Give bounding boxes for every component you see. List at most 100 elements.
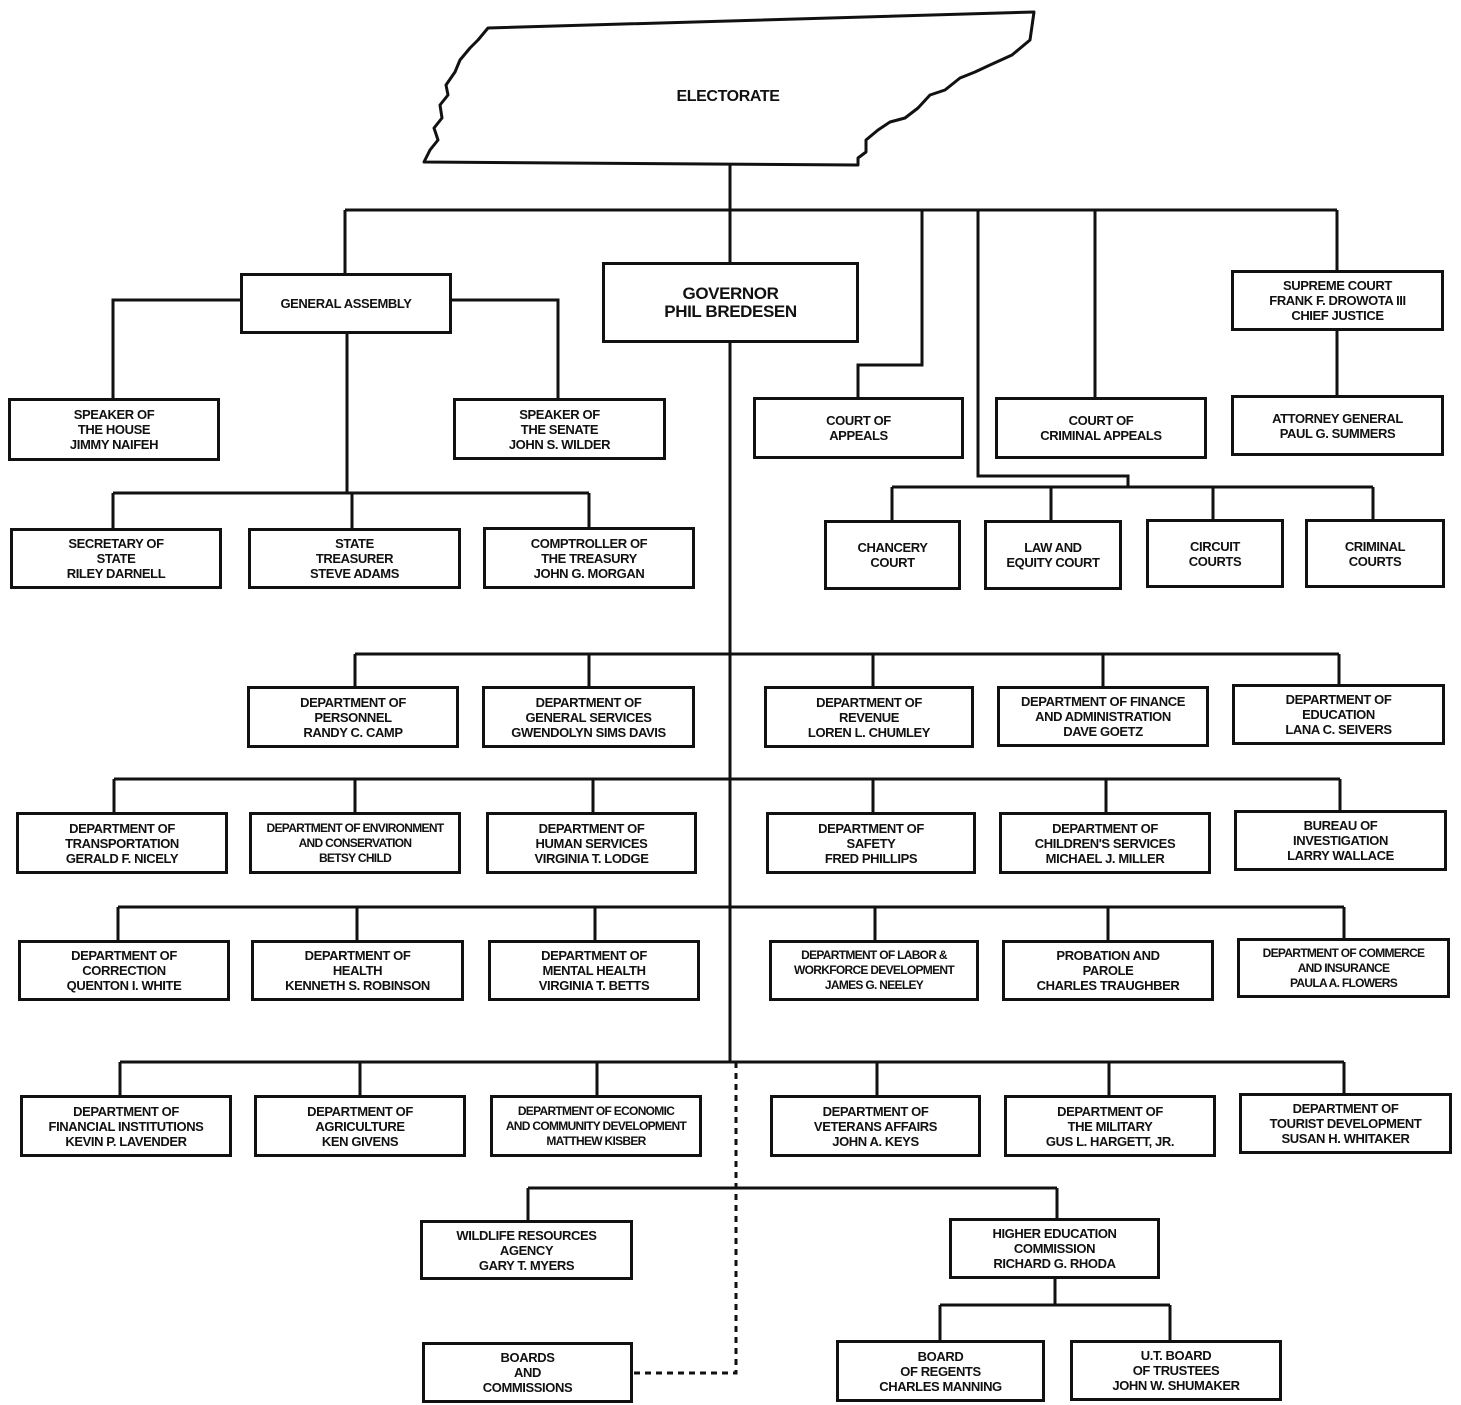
node-line: QUENTON I. WHITE [66,978,182,993]
node-line: OF TRUSTEES [1132,1363,1220,1378]
node-line: COURTS [1348,553,1402,569]
node-line: MENTAL HEALTH [542,963,646,978]
node-line: OF REGENTS [900,1363,981,1379]
node-line: PAULA A. FLOWERS [1289,975,1398,990]
node-line: REVENUE [838,709,900,725]
node-line: WORKFORCE DEVELOPMENT [794,963,955,977]
node-line: VIRGINIA T. BETTS [538,978,650,993]
node-line: BOARD [917,1348,964,1364]
node-line: CHILDREN'S SERVICES [1034,835,1176,851]
node-line: GOVERNOR [682,283,779,303]
node-line: DEPARTMENT OF [822,1103,929,1119]
node-line: DEPARTMENT OF [300,694,406,710]
tennessee-map-outline [422,10,1036,167]
node-line: JAMES G. NEELEY [824,978,924,992]
node-line: THE SENATE [520,421,599,437]
node-line: AND INSURANCE [1297,960,1390,975]
node-line: STEVE ADAMS [309,566,400,581]
node-line: JOHN G. MORGAN [533,565,645,581]
node-line: TOURIST DEVELOPMENT [1269,1116,1422,1131]
node-line: TRANSPORTATION [65,835,179,851]
node-line: LAW AND [1024,540,1082,555]
node-line: DEPARTMENT OF [307,1103,413,1119]
node-line: BOARDS [500,1350,555,1365]
node-line: COURTS [1188,553,1242,569]
node-line: DEPARTMENT OF COMMERCE [1262,945,1425,960]
node-dept-labor: DEPARTMENT OF LABOR &WORKFORCE DEVELOPME… [769,940,979,1001]
node-line: FRED PHILLIPS [824,850,918,866]
node-line: EQUITY COURT [1006,555,1100,570]
node-line: BETSY CHILD [318,850,392,865]
node-line: DEPARTMENT OF [538,820,645,836]
node-line: LANA C. SEIVERS [1285,722,1392,737]
node-general-assembly: GENERAL ASSEMBLY [240,273,452,334]
node-line: FINANCIAL INSTITUTIONS [48,1118,204,1134]
node-line: PHIL BREDESEN [664,301,797,321]
node-line: GWENDOLYN SIMS DAVIS [511,724,666,740]
line-boards-dashed [633,1062,738,1375]
node-line: INVESTIGATION [1293,833,1388,848]
node-line: APPEALS [829,428,888,443]
node-line: RILEY DARNELL [66,566,166,581]
node-line: DAVE GOETZ [1063,724,1143,739]
node-line: FRANK F. DROWOTA III [1269,293,1406,308]
node-line: CRIMINAL [1344,538,1406,554]
node-line: GENERAL SERVICES [525,709,652,725]
node-line: SUSAN H. WHITAKER [1281,1131,1410,1146]
node-line: VETERANS AFFAIRS [813,1118,938,1134]
node-line: LOREN L. CHUMLEY [807,724,931,740]
node-line: DEPARTMENT OF ECONOMIC [517,1103,675,1118]
node-line: JOHN W. SHUMAKER [1112,1378,1240,1393]
node-line: MATTHEW KISBER [546,1133,646,1148]
node-line: KEVIN P. LAVENDER [65,1133,187,1149]
node-line: RANDY C. CAMP [303,724,403,740]
node-line: STATE [335,536,374,551]
node-line: MICHAEL J. MILLER [1045,850,1165,866]
node-line: CHARLES MANNING [879,1378,1002,1394]
node-line: DEPARTMENT OF FINANCE [1021,694,1185,709]
node-line: HIGHER EDUCATION [992,1226,1117,1241]
node-line: KEN GIVENS [321,1133,399,1149]
node-line: DEPARTMENT OF [1052,820,1158,836]
node-line: DEPARTMENT OF [816,694,922,710]
node-line: DEPARTMENT OF [535,694,642,710]
node-line: CHARLES TRAUGHBER [1036,978,1180,993]
electorate-label: ELECTORATE [676,88,780,105]
node-line: DEPARTMENT OF [1285,692,1392,707]
node-line: SPEAKER OF [519,406,600,422]
node-line: COURT [870,555,915,570]
node-line: EDUCATION [1302,707,1375,722]
node-line: ATTORNEY GENERAL [1272,410,1403,426]
node-line: DEPARTMENT OF [69,820,175,836]
